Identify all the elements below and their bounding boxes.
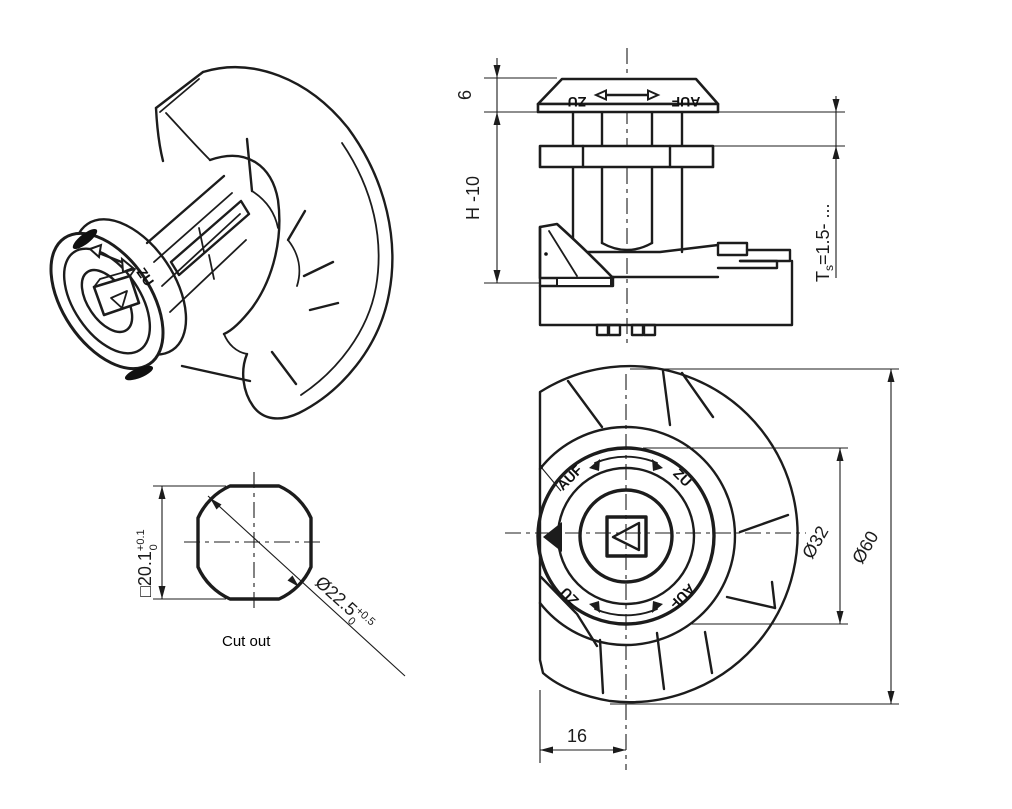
side-washer (538, 144, 715, 169)
dim-flat-offset: 16 (567, 726, 587, 746)
dim-knob-diameter: Ø32 (798, 523, 832, 562)
dim-head-height: 6 (455, 90, 475, 100)
side-head-label-zu: ZU (568, 94, 587, 110)
front-knob-inner-circle (578, 488, 674, 584)
side-dim-head-height: 6 H -10 (455, 58, 557, 284)
front-flange-inner-circle (538, 425, 737, 647)
front-direction-arrow-top-icon (589, 455, 663, 471)
dim-flange-diameter: Ø60 (848, 528, 882, 567)
front-label-zu-bottom: ZU (557, 584, 582, 609)
cutout-caption: Cut out (222, 633, 271, 650)
side-head-direction-arrow-icon (593, 88, 661, 102)
cutout-dim-square: □20.1+0.10 (135, 485, 226, 600)
dim-panel-thickness: Ts=1.5- ... (813, 203, 836, 282)
iso-flange (154, 66, 394, 420)
dim-square-size: □20.1+0.10 (135, 529, 160, 597)
cutout-outline (196, 484, 313, 601)
isometric-view: ZU (49, 66, 394, 420)
side-view: ZU AUF (455, 48, 845, 346)
iso-worn-label-mark-bottom (124, 365, 154, 381)
iso-square-recess (92, 268, 141, 317)
dim-corner-diameter: Ø22.5+0.50 (308, 572, 377, 638)
front-knob-outer-circle (536, 446, 716, 626)
iso-direction-arrow-icon (88, 243, 135, 274)
front-leader-dot (539, 465, 562, 492)
iso-neck (145, 174, 252, 383)
dim-grip-length: H -10 (463, 176, 483, 220)
front-view: AUF ZU ZU AUF Ø32 (505, 364, 899, 770)
front-dim-flat-offset: 16 (539, 690, 626, 763)
iso-knob: ZU (49, 218, 188, 381)
side-base (538, 222, 794, 337)
side-head-label-auf: AUF (671, 94, 700, 110)
front-direction-arrow-bottom-icon (589, 601, 663, 617)
front-label-zu-top: ZU (670, 465, 695, 490)
front-square-recess (605, 515, 648, 558)
front-position-pointer-icon (543, 522, 562, 552)
cutout-view: □20.1+0.10 Ø22.5+0.50 Cut out (135, 472, 406, 677)
iso-worn-label-mark (72, 228, 98, 250)
side-dim-panel-thickness: Ts=1.5- ... (713, 96, 845, 282)
side-head: ZU AUF (536, 77, 720, 114)
front-dim-flange-diameter: Ø60 (610, 368, 899, 705)
side-shaft (571, 110, 684, 254)
